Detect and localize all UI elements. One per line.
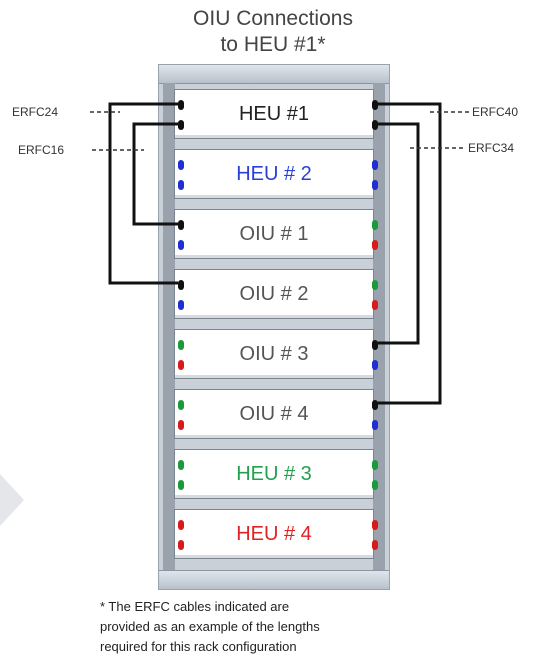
- unit-oiu-4: OIU # 4: [174, 389, 374, 439]
- equipment-rack: HEU #1 HEU # 2 OIU # 1 OIU # 2 OIU # 3 O…: [158, 64, 390, 590]
- port-oiu4-right-1: [372, 400, 378, 410]
- port-heu2-left-1: [178, 160, 184, 170]
- port-oiu1-left-1: [178, 220, 184, 230]
- rack-right-rail: [373, 83, 385, 571]
- port-heu1-right-2: [372, 120, 378, 130]
- port-oiu2-left-1: [178, 280, 184, 290]
- footnote-line-3: required for this rack configuration: [100, 639, 297, 654]
- footnote-line-2: provided as an example of the lengths: [100, 619, 320, 634]
- port-heu1-left-2: [178, 120, 184, 130]
- unit-label: HEU # 3: [236, 463, 312, 485]
- unit-oiu-3: OIU # 3: [174, 329, 374, 379]
- port-oiu3-right-2: [372, 360, 378, 370]
- label-erfc16: ERFC16: [18, 143, 65, 157]
- port-oiu1-right-2: [372, 240, 378, 250]
- port-heu2-right-2: [372, 180, 378, 190]
- port-oiu1-left-2: [178, 240, 184, 250]
- port-oiu4-right-2: [372, 420, 378, 430]
- unit-heu-4: HEU # 4: [174, 509, 374, 559]
- port-heu1-right-1: [372, 100, 378, 110]
- port-oiu3-right-1: [372, 340, 378, 350]
- unit-label: HEU # 4: [236, 523, 312, 545]
- unit-label: OIU # 2: [239, 283, 309, 305]
- port-heu3-right-2: [372, 480, 378, 490]
- rack-top-cap: [159, 65, 389, 84]
- port-heu4-right-2: [372, 540, 378, 550]
- port-heu4-left-1: [178, 520, 184, 530]
- diagram-title: OIU Connections to HEU #1*: [150, 6, 396, 58]
- label-erfc24: ERFC24: [12, 105, 59, 119]
- unit-label: OIU # 3: [239, 343, 309, 365]
- unit-label: OIU # 1: [239, 223, 309, 245]
- port-heu3-right-1: [372, 460, 378, 470]
- unit-heu-1: HEU #1: [174, 89, 374, 139]
- cable-erfc16: [132, 122, 178, 226]
- port-heu4-left-2: [178, 540, 184, 550]
- unit-heu-2: HEU # 2: [174, 149, 374, 199]
- cable-erfc34: [378, 122, 420, 345]
- cable-erfc40: [378, 102, 442, 405]
- label-erfc34: ERFC34: [468, 141, 515, 155]
- rack-left-rail: [163, 83, 175, 571]
- unit-oiu-2: OIU # 2: [174, 269, 374, 319]
- unit-heu-3: HEU # 3: [174, 449, 374, 499]
- title-line-1: OIU Connections: [193, 7, 353, 30]
- rack-bottom-cap: [159, 570, 389, 589]
- port-heu3-left-1: [178, 460, 184, 470]
- port-oiu3-left-2: [178, 360, 184, 370]
- port-oiu4-left-2: [178, 420, 184, 430]
- title-line-2: to HEU #1*: [220, 33, 326, 56]
- footnote-line-1: * The ERFC cables indicated are: [100, 599, 290, 614]
- unit-oiu-1: OIU # 1: [174, 209, 374, 259]
- unit-label: OIU # 4: [239, 403, 309, 425]
- page-corner-decoration: [0, 474, 24, 526]
- port-heu3-left-2: [178, 480, 184, 490]
- unit-label: HEU # 2: [236, 163, 312, 185]
- port-oiu1-right-1: [372, 220, 378, 230]
- cable-erfc24: [108, 102, 178, 285]
- port-heu1-left-1: [178, 100, 184, 110]
- port-heu2-right-1: [372, 160, 378, 170]
- port-oiu2-right-1: [372, 280, 378, 290]
- label-erfc40: ERFC40: [472, 105, 519, 119]
- footnote: * The ERFC cables indicated are provided…: [100, 597, 440, 657]
- unit-label: HEU #1: [238, 103, 310, 125]
- port-oiu3-left-1: [178, 340, 184, 350]
- port-oiu2-right-2: [372, 300, 378, 310]
- port-heu2-left-2: [178, 180, 184, 190]
- port-heu4-right-1: [372, 520, 378, 530]
- port-oiu2-left-2: [178, 300, 184, 310]
- port-oiu4-left-1: [178, 400, 184, 410]
